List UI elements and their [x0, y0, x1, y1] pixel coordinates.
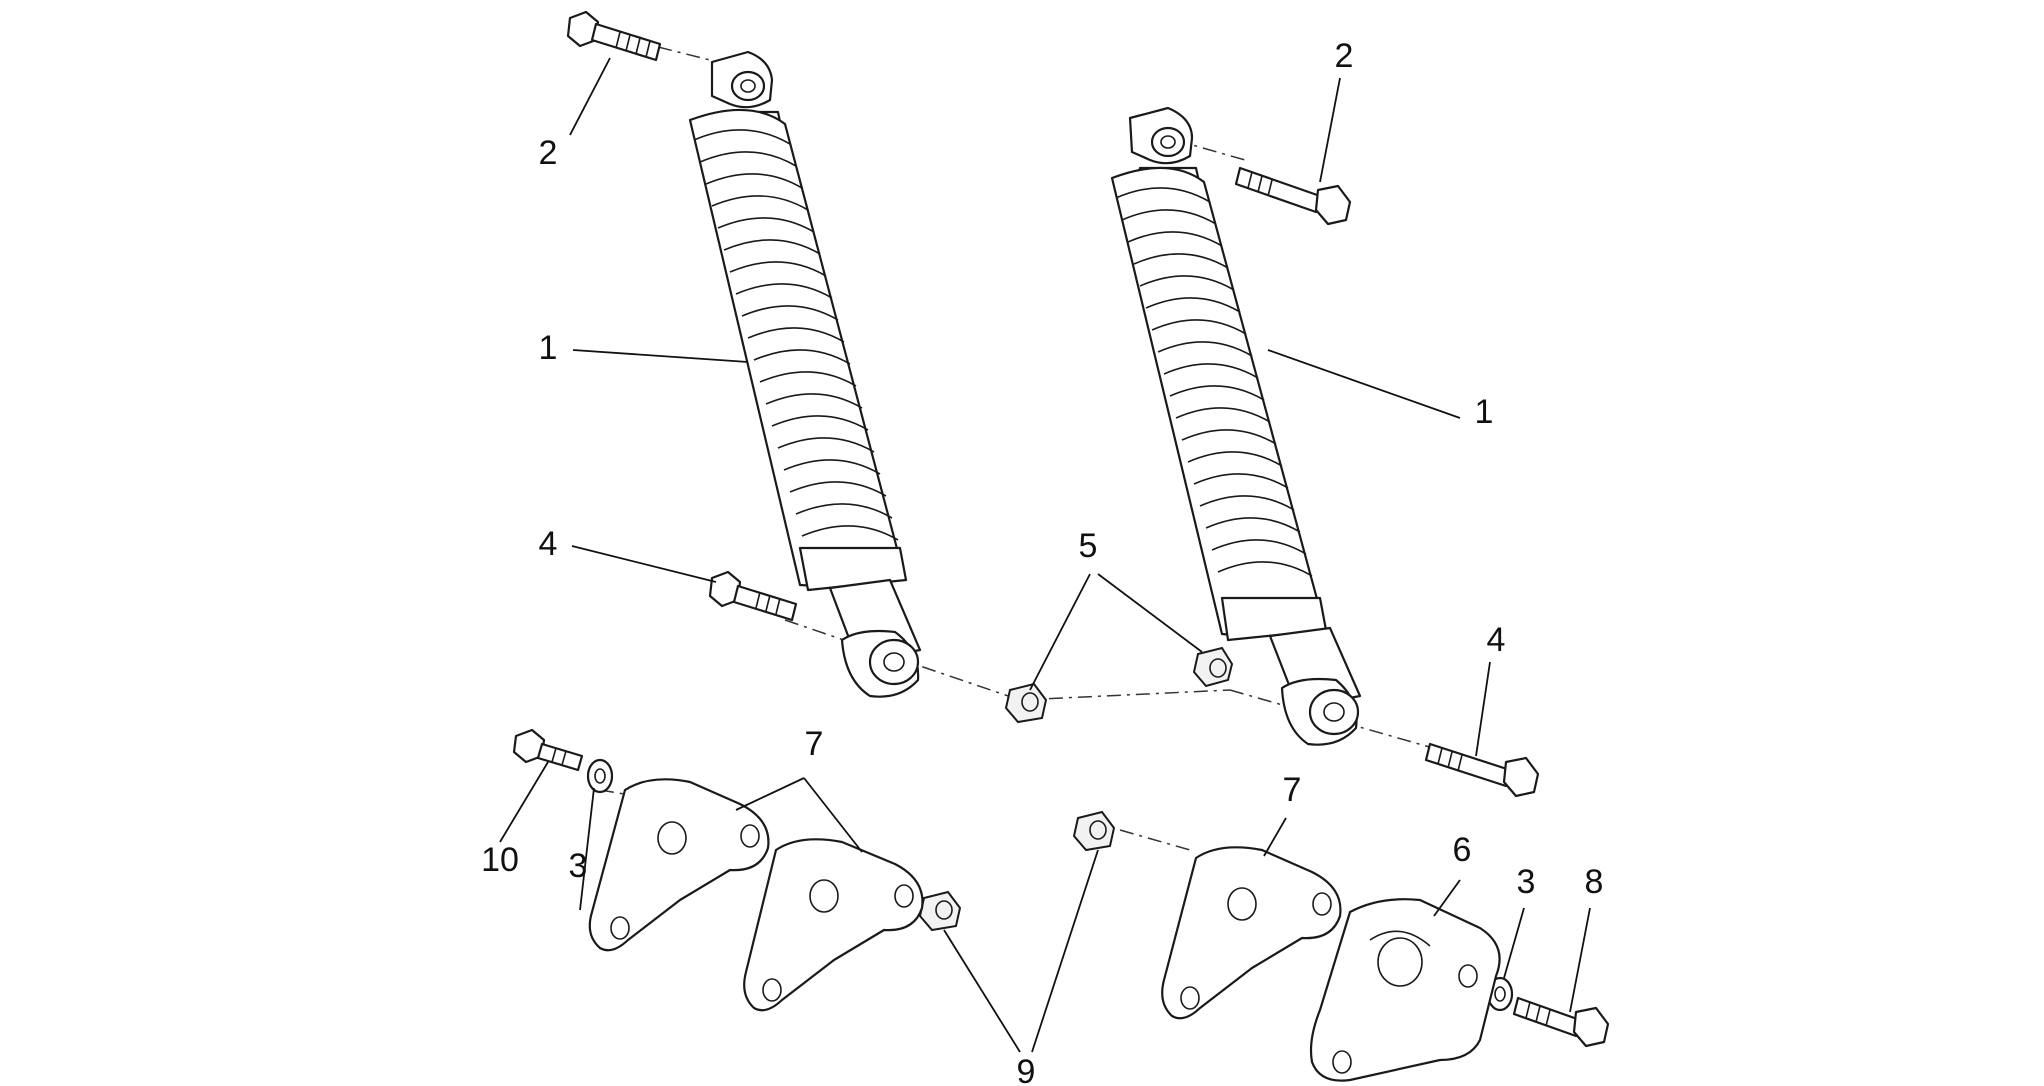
- bolt-2-left: [566, 10, 662, 62]
- callout-1-right: 1: [1475, 393, 1494, 431]
- bushing-9-right: [1072, 810, 1116, 852]
- leader-lines: [499, 57, 1591, 1053]
- callout-7-left: 7: [805, 725, 824, 763]
- spring-coils-right: [1115, 187, 1313, 577]
- callout-7-right: 7: [1283, 771, 1302, 809]
- callout-1-left: 1: [539, 329, 558, 367]
- bracket-7-c: [1161, 846, 1342, 1020]
- bracket-7-a: [588, 778, 770, 952]
- callout-5: 5: [1079, 527, 1098, 565]
- callout-2-right: 2: [1335, 37, 1354, 75]
- bolt-4-right: [1424, 742, 1540, 798]
- bolt-2-right: [1234, 166, 1352, 226]
- callout-4-right: 4: [1487, 621, 1506, 659]
- shock-absorber-left: [688, 50, 922, 698]
- bracket-6: [1309, 898, 1501, 1082]
- bushing-9-left: [918, 890, 962, 932]
- callout-4-left: 4: [539, 525, 558, 563]
- callout-2-left: 2: [539, 134, 558, 172]
- callout-labels: 2 2 1 1 4 4 5 7 7 6 3 8 10 3 9: [481, 37, 1603, 1086]
- spring-coils-left: [693, 129, 899, 541]
- bolt-8: [1512, 996, 1610, 1048]
- callout-6: 6: [1453, 831, 1472, 869]
- callout-3-right: 3: [1517, 863, 1536, 901]
- bolt-4-left: [708, 570, 798, 622]
- callout-10: 10: [481, 841, 519, 879]
- bolt-10: [512, 728, 584, 772]
- shock-absorber-right: [1110, 106, 1362, 746]
- callout-3-left: 3: [569, 847, 588, 885]
- washer-3-left: [586, 758, 614, 794]
- bracket-7-b: [743, 838, 924, 1012]
- callout-9: 9: [1017, 1053, 1036, 1086]
- bushing-5-left: [1004, 682, 1048, 724]
- bushing-5-right: [1192, 646, 1234, 688]
- callout-8: 8: [1585, 863, 1604, 901]
